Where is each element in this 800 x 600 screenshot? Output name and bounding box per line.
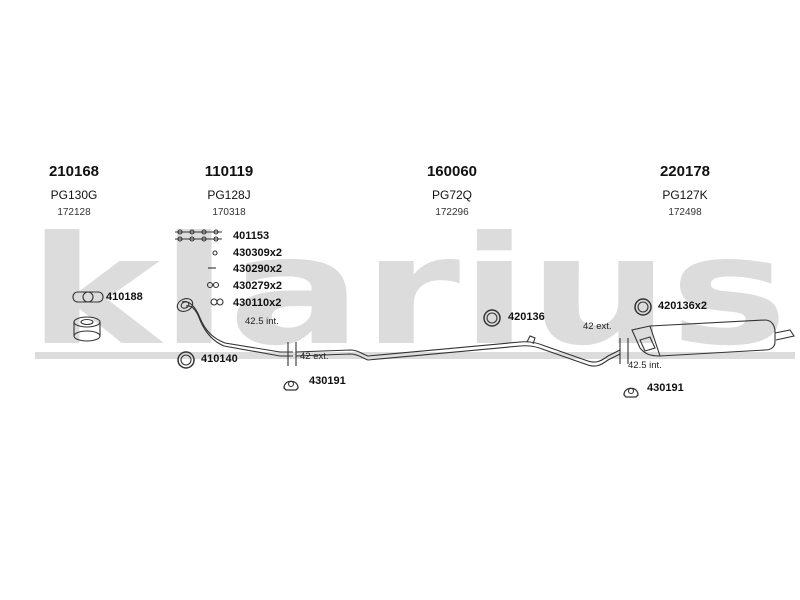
part-label-430279: 430279x2 bbox=[233, 280, 282, 292]
part-label-420136x2: 420136x2 bbox=[658, 300, 707, 312]
seal-ring-icon bbox=[177, 351, 195, 369]
spring-icon bbox=[210, 298, 224, 306]
part-label-401153: 401153 bbox=[233, 230, 270, 242]
group-4-code: PG127K bbox=[662, 188, 708, 202]
dim-right-int: 42.5 int. bbox=[628, 360, 662, 371]
group-2-code: PG128J bbox=[207, 188, 251, 202]
group-1-part-number: 210168 bbox=[48, 163, 100, 180]
part-label-430191-left: 430191 bbox=[309, 375, 346, 387]
tail-pipe bbox=[774, 329, 795, 341]
group-1-ref: 172128 bbox=[57, 207, 91, 218]
part-label-430110: 430110x2 bbox=[233, 297, 282, 309]
group-3-code: PG72Q bbox=[431, 188, 473, 202]
part-label-410188: 410188 bbox=[106, 291, 143, 303]
group-3-part-number: 160060 bbox=[426, 163, 478, 180]
part-label-430309: 430309x2 bbox=[233, 247, 282, 259]
dim-left-ext: 42 ext. bbox=[300, 351, 329, 362]
rubber-hanger-icon-left bbox=[283, 380, 299, 391]
bolt-set-icon bbox=[175, 229, 222, 242]
clamp-ring-icon bbox=[483, 309, 501, 327]
part-label-420136: 420136 bbox=[508, 311, 545, 323]
clamp-ring-x2-icon bbox=[634, 298, 652, 316]
group-1-code: PG130G bbox=[50, 188, 98, 202]
nut-icon bbox=[206, 281, 220, 289]
dim-left-int: 42.5 int. bbox=[245, 316, 279, 327]
group-2-ref: 170318 bbox=[212, 207, 246, 218]
gasket-icon bbox=[72, 291, 104, 303]
part-label-430191-right: 430191 bbox=[647, 382, 684, 394]
rubber-mount-icon bbox=[73, 316, 101, 342]
part-label-430290: 430290x2 bbox=[233, 263, 282, 275]
group-2-part-number: 110119 bbox=[204, 163, 254, 180]
dim-right-ext: 42 ext. bbox=[583, 321, 612, 332]
rear-silencer bbox=[631, 319, 776, 357]
group-3-ref: 172296 bbox=[435, 207, 469, 218]
rubber-hanger-icon-right bbox=[623, 387, 639, 398]
group-4-ref: 172498 bbox=[668, 207, 702, 218]
front-flange-icon bbox=[176, 298, 194, 312]
middle-hanger-icon bbox=[526, 335, 536, 345]
watermark-logo: klarius bbox=[28, 205, 788, 379]
group-4-part-number: 220178 bbox=[659, 163, 711, 180]
part-label-410140: 410140 bbox=[201, 353, 238, 365]
washer-icon bbox=[212, 250, 218, 256]
